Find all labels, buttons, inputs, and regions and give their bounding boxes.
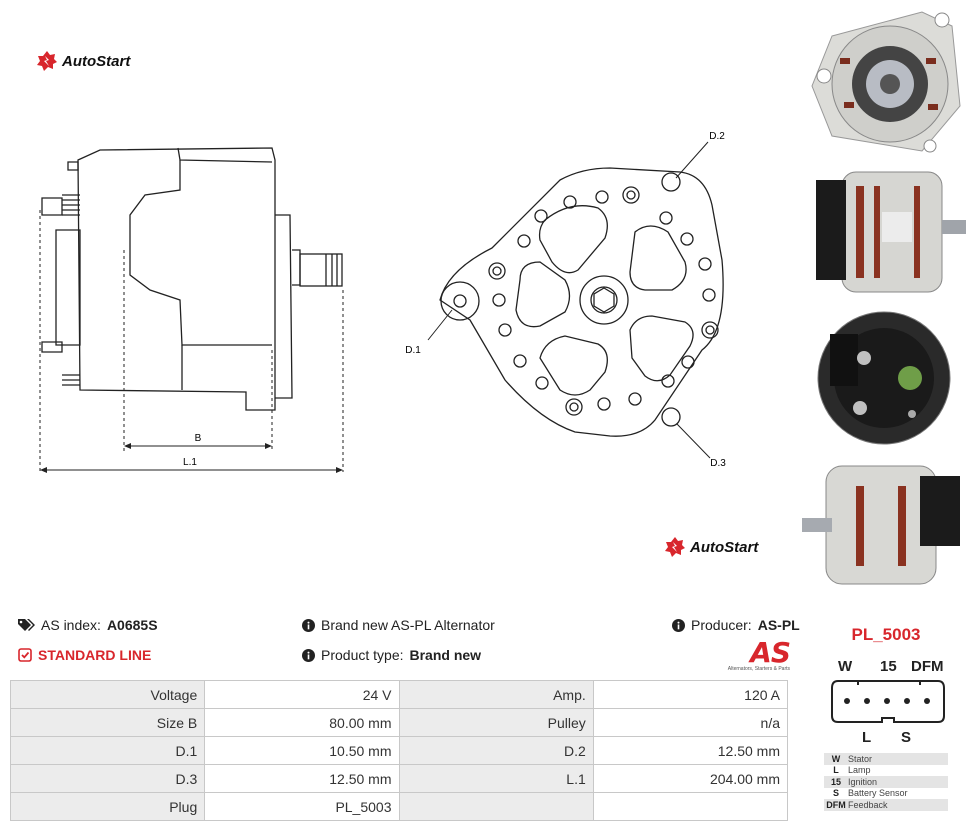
producer-label: Producer: — [691, 617, 752, 633]
spec-value: 10.50 mm — [204, 736, 400, 765]
spec-label: L.1 — [398, 764, 594, 793]
as-index-value: A0685S — [106, 617, 158, 633]
spec-label: Plug — [9, 792, 206, 821]
product-photo-side — [816, 171, 966, 293]
as-index-label: AS index: — [41, 617, 101, 633]
spec-label: D.2 — [398, 736, 594, 765]
legend-row: W Stator — [824, 753, 948, 765]
spec-value: 24 V — [204, 680, 400, 709]
product-photo-left — [802, 465, 960, 585]
legend-desc: Battery Sensor — [848, 788, 908, 799]
info-circle-icon — [302, 648, 315, 662]
pin-label: DFM — [911, 658, 944, 675]
legend-desc: Ignition — [848, 776, 878, 787]
legend-key: L — [833, 765, 839, 776]
brand-logo-top: AutoStart — [36, 50, 130, 72]
table-row: Plug PL_5003 — [9, 792, 789, 821]
table-row: D.3 12.50 mm L.1 204.00 mm — [9, 764, 789, 793]
standard-line-label: STANDARD LINE — [38, 647, 152, 663]
dim-d2-label: D.2 — [709, 131, 725, 142]
technical-drawing: B L.1 D.2 D.1 D.3 — [39, 131, 726, 473]
spec-label — [398, 792, 594, 821]
spec-label: Voltage — [9, 680, 206, 709]
spec-value: 12.50 mm — [592, 736, 789, 765]
dim-l1-label: L.1 — [183, 457, 197, 468]
producer: Producer: AS-PL — [672, 617, 800, 633]
dim-d3-label: D.3 — [710, 458, 726, 469]
line-badge: STANDARD LINE — [18, 647, 151, 663]
brand-name: AutoStart — [690, 538, 759, 556]
spec-value: n/a — [592, 708, 789, 737]
pin-legend: W Stator L Lamp 15 Ignition S Battery Sensor… — [824, 753, 948, 811]
spec-value: 12.50 mm — [204, 764, 400, 793]
plug-connector-shape — [831, 680, 945, 723]
check-square-icon — [18, 648, 32, 662]
legend-key: DFM — [826, 799, 846, 810]
autostart-logo-icon — [665, 537, 685, 557]
legend-desc: Stator — [848, 753, 873, 764]
table-row: Voltage 24 V Amp. 120 A — [9, 680, 789, 709]
as-pl-logo: AS Alternators, Starters & Parts — [716, 636, 791, 673]
pin-label: L — [862, 729, 872, 746]
brand-name: AutoStart — [62, 52, 131, 70]
product-type: Product type: Brand new — [302, 647, 481, 663]
product-type-label: Product type: — [321, 647, 404, 663]
legend-row: 15 Ignition — [824, 776, 948, 788]
info-circle-icon — [672, 618, 685, 632]
info-circle-icon — [302, 618, 315, 632]
legend-row: L Lamp — [824, 765, 948, 777]
as-index: AS index: A0685S — [18, 617, 158, 633]
table-row: Size B 80.00 mm Pulley n/a — [9, 708, 789, 737]
dim-d1-label: D.1 — [405, 345, 421, 356]
product-photo-back — [817, 311, 951, 445]
legend-desc: Feedback — [848, 799, 888, 810]
pin-label: S — [901, 729, 912, 746]
autostart-logo-icon — [37, 51, 57, 71]
description-text: Brand new AS-PL Alternator — [321, 617, 495, 633]
legend-row: S Battery Sensor — [824, 788, 948, 800]
spec-value: 120 A — [592, 680, 789, 709]
legend-key: 15 — [830, 776, 841, 787]
brand-logo-bottom: AutoStart — [664, 536, 758, 558]
table-row: D.1 10.50 mm D.2 12.50 mm — [9, 736, 789, 765]
spec-label: D.3 — [9, 764, 206, 793]
product-type-value: Brand new — [409, 647, 482, 663]
spec-value: PL_5003 — [204, 792, 400, 821]
as-pl-mark: AS — [750, 636, 791, 669]
tags-icon — [18, 619, 35, 631]
spec-table: Voltage 24 V Amp. 120 A Size B 80.00 mm … — [9, 680, 789, 821]
dim-b-label: B — [195, 433, 202, 444]
product-photo-front — [811, 11, 961, 153]
spec-value — [592, 792, 789, 821]
legend-key: S — [832, 788, 839, 799]
plug-title: PL_5003 — [851, 625, 921, 644]
legend-key: W — [831, 753, 841, 764]
as-pl-tagline: Alternators, Starters & Parts — [727, 666, 790, 672]
spec-value: 204.00 mm — [592, 764, 789, 793]
pin-label: 15 — [880, 658, 897, 675]
spec-label: Amp. — [398, 680, 594, 709]
legend-desc: Lamp — [848, 765, 871, 776]
spec-label: Pulley — [398, 708, 594, 737]
producer-value: AS-PL — [757, 617, 800, 633]
spec-value: 80.00 mm — [204, 708, 400, 737]
pin-label: W — [838, 658, 853, 675]
spec-label: Size B — [9, 708, 206, 737]
plug-diagram: PL_5003 — [806, 625, 966, 645]
description: Brand new AS-PL Alternator — [302, 617, 495, 633]
spec-label: D.1 — [9, 736, 206, 765]
